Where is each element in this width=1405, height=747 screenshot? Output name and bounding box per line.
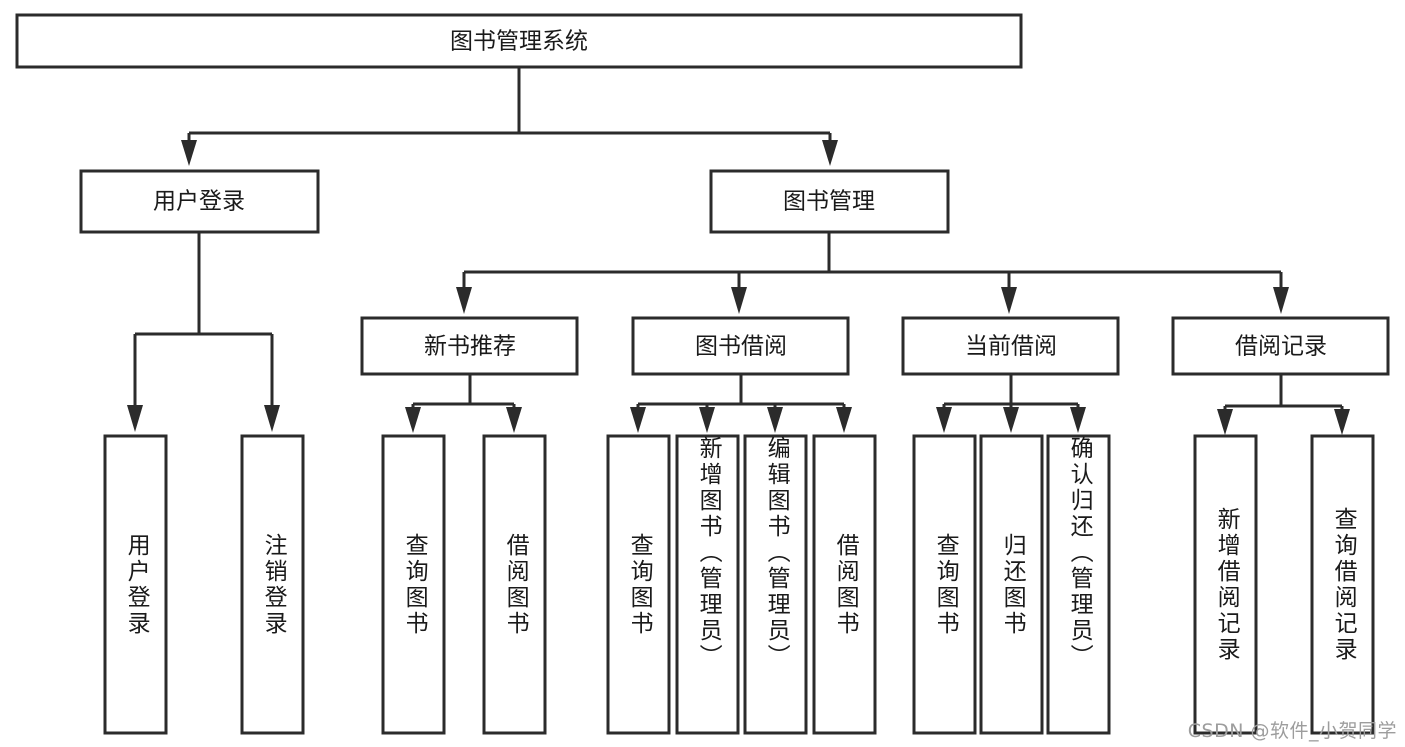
arrow-to-borrow-records bbox=[1273, 287, 1289, 314]
arrow-to-book-manage bbox=[822, 140, 838, 166]
node-book-manage-label: 图书管理 bbox=[783, 189, 875, 215]
arrow-to-leaf-add-record bbox=[1217, 409, 1233, 435]
node-new-book-recommend-box[interactable] bbox=[360, 316, 579, 376]
node-borrow-records-box[interactable] bbox=[1171, 316, 1390, 376]
arrow-to-book-borrow bbox=[731, 287, 747, 314]
leaf-query-book-3-box[interactable] bbox=[912, 434, 977, 735]
leaf-confirm-return-box[interactable] bbox=[1046, 434, 1111, 735]
leaf-query-record-box[interactable] bbox=[1310, 434, 1375, 735]
leaf-add-book-box[interactable] bbox=[675, 434, 740, 735]
arrow-to-leaf-add-book bbox=[699, 407, 715, 433]
arrow-to-leaf-edit-book bbox=[767, 407, 783, 433]
leaf-user-login-box[interactable] bbox=[103, 434, 168, 735]
arrow-to-leaf-logout bbox=[264, 405, 280, 432]
arrow-to-user-login bbox=[181, 140, 197, 166]
leaf-add-record-box[interactable] bbox=[1193, 434, 1258, 735]
node-root-label: 图书管理系统 bbox=[450, 29, 588, 55]
arrow-to-leaf-borrow-book-1 bbox=[506, 407, 522, 433]
node-user-login-label: 用户登录 bbox=[153, 189, 245, 215]
arrow-to-leaf-query-record bbox=[1334, 409, 1350, 435]
arrow-to-new-book-recommend bbox=[456, 287, 472, 314]
leaf-query-book-1-box[interactable] bbox=[381, 434, 446, 735]
node-borrow-records-label: 借阅记录 bbox=[1235, 334, 1327, 360]
node-current-borrow-box[interactable] bbox=[901, 316, 1120, 376]
node-book-manage-box[interactable] bbox=[709, 169, 950, 234]
node-book-borrow-label: 图书借阅 bbox=[695, 334, 787, 360]
arrow-to-leaf-query-book-3 bbox=[936, 407, 952, 433]
arrow-to-leaf-return-book bbox=[1003, 407, 1019, 433]
leaf-borrow-book-1-box[interactable] bbox=[482, 434, 547, 735]
arrow-to-leaf-query-book-1 bbox=[405, 407, 421, 433]
node-root-box[interactable] bbox=[15, 13, 1023, 69]
leaf-query-book-2-box[interactable] bbox=[606, 434, 671, 735]
node-book-borrow-box[interactable] bbox=[631, 316, 850, 376]
leaf-edit-book-box[interactable] bbox=[743, 434, 808, 735]
arrow-to-current-borrow bbox=[1001, 287, 1017, 314]
arrow-to-leaf-query-book-2 bbox=[630, 407, 646, 433]
arrow-to-leaf-user-login bbox=[127, 405, 143, 432]
leaf-borrow-book-2-box[interactable] bbox=[812, 434, 877, 735]
csdn-watermark: CSDN @软件_小贺同学 bbox=[1187, 720, 1397, 742]
leaf-logout-box[interactable] bbox=[240, 434, 305, 735]
leaf-return-book-box[interactable] bbox=[979, 434, 1044, 735]
arrow-to-leaf-confirm-return bbox=[1070, 407, 1086, 433]
node-current-borrow-label: 当前借阅 bbox=[965, 334, 1057, 360]
arrow-to-leaf-borrow-book-2 bbox=[836, 407, 852, 433]
node-new-book-recommend-label: 新书推荐 bbox=[424, 334, 516, 360]
